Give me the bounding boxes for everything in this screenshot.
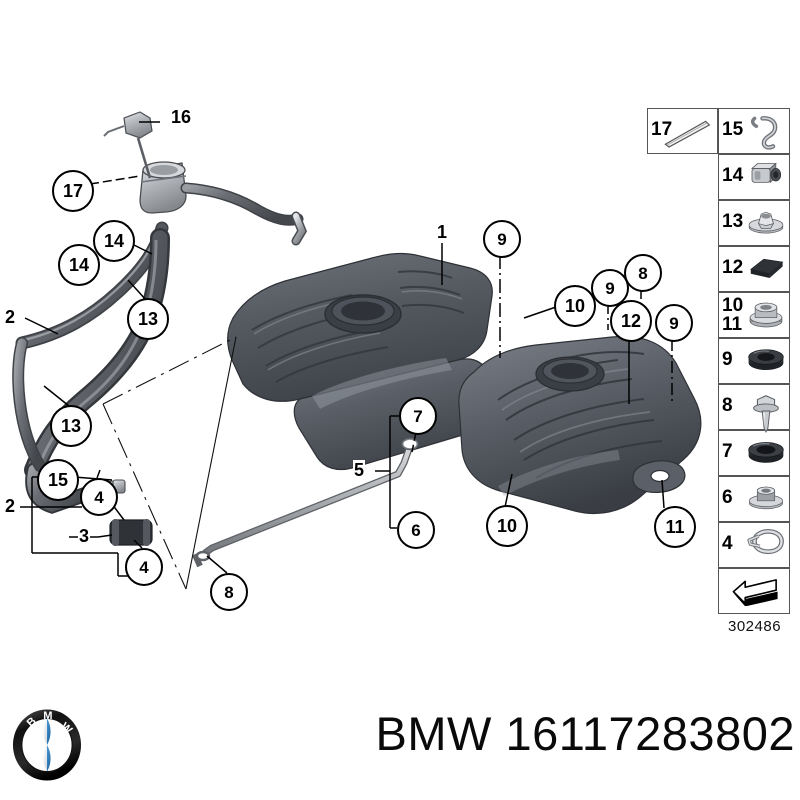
stepped-bushing-icon — [745, 298, 787, 334]
callout-3: 3 — [78, 526, 91, 547]
callout-10: 10 — [554, 285, 596, 327]
legend-cell-4[interactable]: 4 — [718, 522, 790, 568]
legend-cell-7[interactable]: 7 — [718, 430, 790, 476]
legend-cell-8[interactable]: 8 — [718, 384, 790, 434]
callout-14: 14 — [93, 220, 135, 262]
legend-number-11: 11 — [722, 314, 743, 335]
rubber-grommet-icon — [745, 344, 787, 380]
legend-cell-arrow[interactable] — [718, 568, 790, 614]
legend-number-9: 9 — [722, 349, 733, 370]
legend-number-6: 6 — [722, 487, 733, 508]
callout-13: 13 — [50, 405, 92, 447]
legend-cell-15[interactable]: 15 — [718, 108, 790, 154]
spring-clip-icon — [745, 114, 787, 150]
hose-clamp-icon — [745, 528, 787, 564]
legend-number-8: 8 — [722, 395, 733, 416]
callout-12: 12 — [610, 300, 652, 342]
legend-number-17: 17 — [651, 119, 673, 140]
hose-connector-icon — [745, 160, 787, 196]
rubber-mount-icon — [745, 436, 787, 472]
clip-strip-icon — [658, 114, 713, 150]
callout-1: 1 — [436, 222, 449, 243]
legend-number-14: 14 — [722, 165, 744, 186]
legend-number-15: 15 — [722, 119, 744, 140]
callout-4: 4 — [80, 478, 118, 516]
callout-16: 16 — [170, 107, 193, 128]
square-pad-icon — [745, 252, 787, 288]
construction-lines — [102, 336, 237, 590]
legend-cell-14[interactable]: 14 — [718, 154, 790, 200]
callout-9: 9 — [483, 220, 521, 258]
bmw-roundel-logo: B M W — [12, 709, 82, 781]
callout-8: 8 — [624, 254, 662, 292]
callout-4: 4 — [125, 548, 163, 586]
callout-11: 11 — [654, 506, 696, 548]
legend-cell-12[interactable]: 12 — [718, 246, 790, 292]
callout-13: 13 — [127, 298, 169, 340]
legend-number-4: 4 — [722, 533, 733, 554]
direction-arrow-icon — [729, 574, 785, 610]
legend-cell-17[interactable]: 17 — [647, 108, 718, 154]
part-number-label: BMW 16117283802 — [375, 707, 795, 760]
callout-15: 15 — [37, 459, 79, 501]
flange-nut-icon — [745, 206, 787, 242]
callout-5: 5 — [353, 460, 366, 481]
fuel-tank-shape — [227, 252, 702, 514]
callout-10: 10 — [486, 505, 528, 547]
legend-number-10: 10 — [722, 295, 744, 316]
legend-number-7: 7 — [722, 441, 733, 462]
legend-drawing-number: 302486 — [728, 618, 782, 635]
spacer-sleeve-icon — [745, 482, 787, 518]
svg-text:M: M — [43, 710, 52, 722]
page-footer: B M W BMW 16117283802 — [0, 700, 800, 800]
callout-17: 17 — [52, 170, 94, 212]
callout-2: 2 — [4, 496, 17, 517]
legend-number-12: 12 — [722, 257, 744, 278]
callout-14: 14 — [58, 244, 100, 286]
callout-2: 2 — [4, 307, 17, 328]
hex-bolt-icon — [745, 390, 787, 434]
legend-cell-6[interactable]: 6 — [718, 476, 790, 522]
legend-number-13: 13 — [722, 211, 744, 232]
callout-8: 8 — [210, 573, 248, 611]
legend-cell-9[interactable]: 9 — [718, 338, 790, 384]
legend-cell-13[interactable]: 13 — [718, 200, 790, 246]
callout-7: 7 — [399, 397, 437, 435]
callout-9: 9 — [655, 304, 693, 342]
callout-6: 6 — [397, 511, 435, 549]
